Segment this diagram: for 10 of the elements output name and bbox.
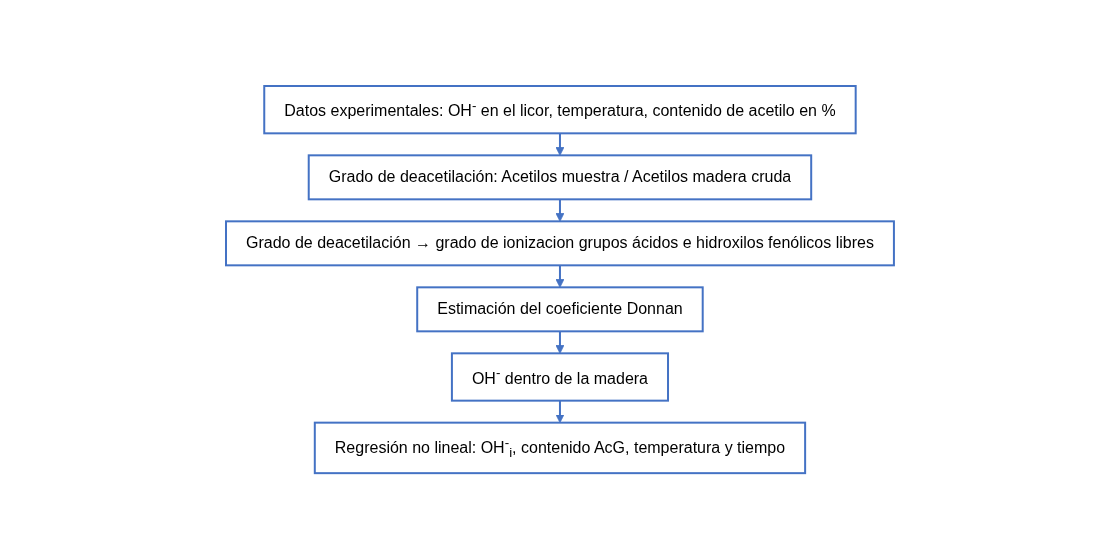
node-box: Grado de deacetilación: Acetilos muestra / Acetilos madera cruda — [307, 154, 813, 201]
node-box: Regresión no lineal: OH$^{-}$$_{i}$, contenido AcG, temperatura y tiempo — [313, 422, 807, 475]
arrow — [555, 400, 565, 424]
node-box: Grado de deacetilación → grado de ionizacion grupos ácidos e hidroxilos fenólicos libres — [225, 220, 895, 267]
node-box: Datos experimentales: OH$^{-}$ en el licor, temperatura, contenido de acetilo en % — [263, 85, 857, 135]
arrow — [555, 132, 565, 157]
node-box: OH$^{-}$ dentro de la madera — [450, 352, 670, 403]
node-box: Estimación del coeficiente Donnan — [416, 286, 704, 333]
arrow — [555, 264, 565, 289]
arrow — [555, 330, 565, 355]
